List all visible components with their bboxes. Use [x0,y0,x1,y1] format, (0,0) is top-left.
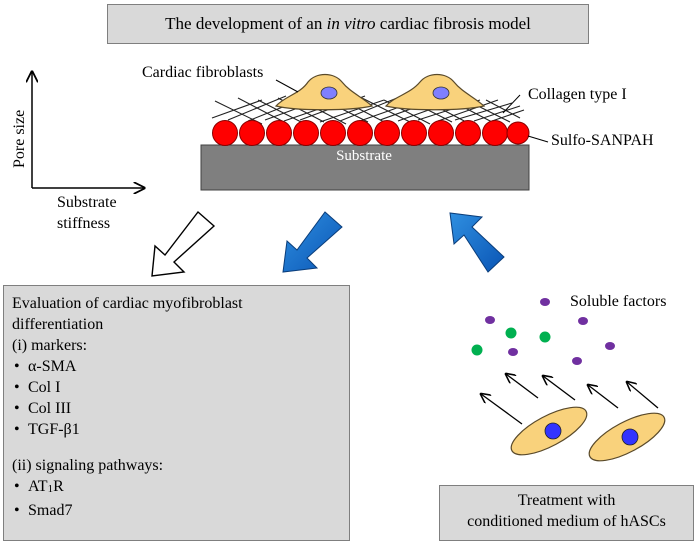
pathway-item: AT1R [12,476,341,500]
evaluation-box: Evaluation of cardiac myofibroblast diff… [3,285,350,541]
title-suffix: cardiac fibrosis model [375,14,531,33]
collagen-label: Collagen type I [528,86,627,103]
fibroblast-cell-1 [274,73,374,111]
secretion-arrows [481,374,659,425]
treatment-line1: Treatment with [517,492,616,509]
marker-item: Col III [12,398,341,419]
title-italic: in vitro [326,14,376,33]
markers-list: α-SMA Col I Col III TGF-β1 [12,356,341,440]
marker-item: Col I [12,377,341,398]
hasc-cell-2 [588,412,666,462]
evaluation-heading-line2: differentiation [12,316,104,333]
markers-title: (i) markers: [12,337,88,354]
leader-lines [275,79,549,143]
fibroblast-cell-2 [384,73,486,111]
evaluation-heading-line1: Evaluation of cardiac myofibroblast [12,295,243,312]
soluble-factors-label: Soluble factors [570,293,667,310]
treatment-box: Treatment with conditioned medium of hAS… [439,485,694,541]
fibroblasts-label: Cardiac fibroblasts [142,64,264,81]
axis-graph [32,72,144,188]
marker-item: α-SMA [12,356,341,377]
white-arrow [151,210,216,277]
pathway-item: Smad7 [12,500,341,521]
soluble-factor-dots [471,298,615,365]
pathway-at-sub: 1 [47,483,54,495]
substrate-block [200,144,530,191]
hasc-cell-1 [510,406,588,456]
pathway-at-end: R [53,478,64,495]
substrate-label: Substrate [336,148,392,164]
title-box: The development of an in vitro cardiac f… [107,4,589,44]
blue-arrow-down [282,211,343,273]
pathways-title: (ii) signaling pathways: [12,457,164,474]
title-prefix: The development of an [165,14,327,33]
pathway-at-text: AT [28,478,48,495]
blue-arrow-up [449,212,505,273]
treatment-line2: conditioned medium of hASCs [467,513,666,530]
pathways-list: AT1R Smad7 [12,476,341,521]
sanpah-spheres [212,120,530,146]
sanpah-label: Sulfo-SANPAH [551,132,654,149]
x-axis-label-line1: Substrate [57,194,117,211]
marker-item: TGF-β1 [12,419,341,440]
x-axis-label: Substrate stiffness [57,192,117,234]
y-axis-label: Pore size [11,110,28,168]
x-axis-label-line2: stiffness [57,215,111,232]
